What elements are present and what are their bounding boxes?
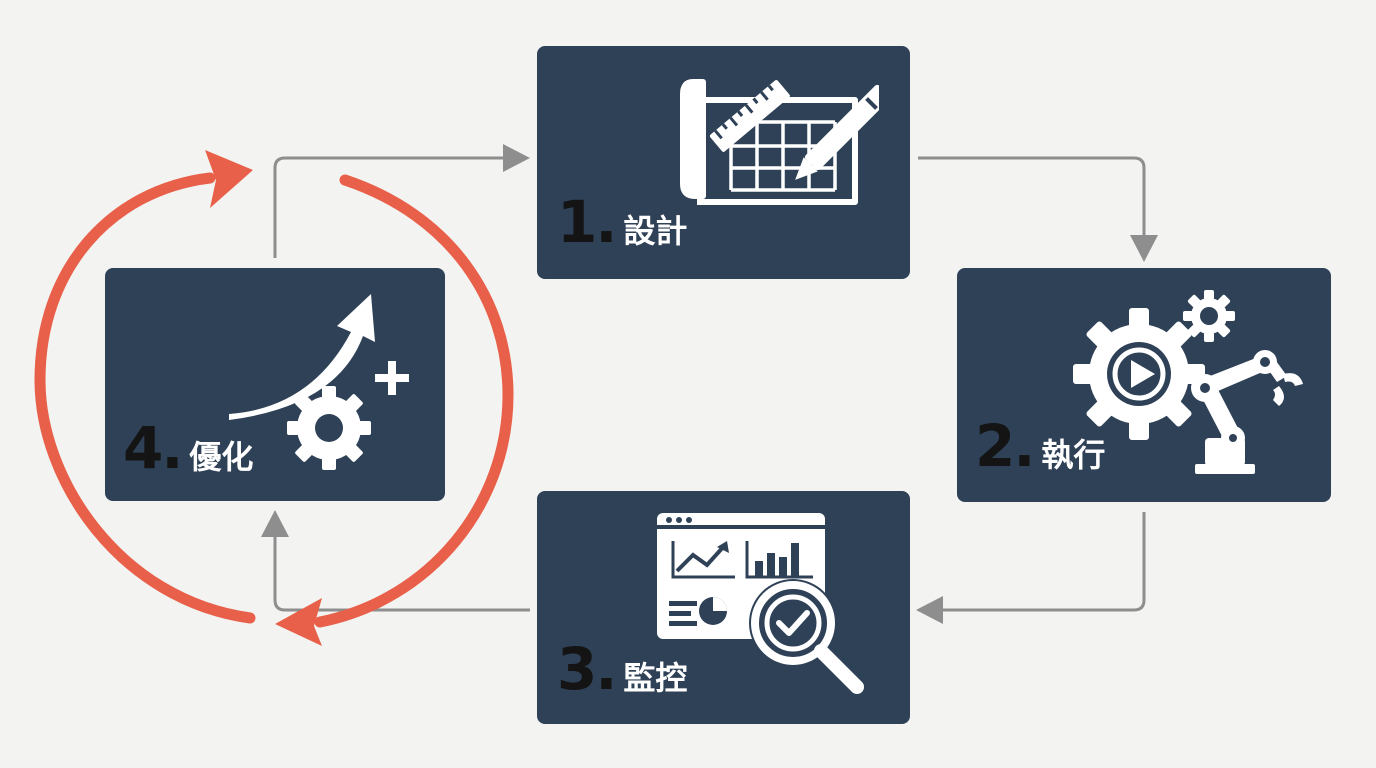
step-number: 2 xyxy=(975,412,1015,480)
growth-arrow-gear-plus-icon xyxy=(229,294,409,470)
step-name: 設計 xyxy=(623,212,688,250)
step-name: 執行 xyxy=(1041,436,1106,474)
step-3-box: 3 . 監控 xyxy=(537,491,910,724)
connector-3-to-4 xyxy=(273,536,530,612)
blueprint-icon xyxy=(680,79,879,205)
step-number: 1 xyxy=(557,188,597,256)
step-1-box: 1 . 設計 xyxy=(537,46,910,279)
step-number-dot: . xyxy=(1013,412,1036,480)
step-1-label: 1 . 設計 xyxy=(557,188,687,256)
connector-arrowhead xyxy=(916,596,943,624)
step-3-label: 3 . 監控 xyxy=(557,635,687,703)
step-2-box: 2 . 執行 xyxy=(957,268,1331,502)
cycle-arrowhead-left xyxy=(205,150,253,208)
step-name: 優化 xyxy=(189,438,254,476)
connector-1-to-2 xyxy=(918,156,1146,236)
connector-4-to-1 xyxy=(273,156,505,258)
cycle-arrow-right xyxy=(314,174,514,628)
step-number-dot: . xyxy=(595,635,618,703)
step-4-label: 4 . 優化 xyxy=(123,414,253,482)
step-number: 3 xyxy=(557,635,597,703)
step-4-box: 4 . 優化 xyxy=(105,268,445,501)
cycle-arrow-left xyxy=(34,172,256,624)
connector-2-to-3 xyxy=(942,512,1146,612)
step-number-dot: . xyxy=(595,188,618,256)
connector-arrowhead xyxy=(1130,235,1158,262)
step-number-dot: . xyxy=(161,414,184,482)
gear-play-robot-arm-icon xyxy=(1073,290,1303,474)
connector-arrowhead xyxy=(503,144,530,172)
step-2-label: 2 . 執行 xyxy=(975,412,1105,480)
step-number: 4 xyxy=(123,414,163,482)
step-name: 監控 xyxy=(623,659,688,697)
cycle-arrowhead-right xyxy=(275,598,322,646)
dashboard-magnifier-icon xyxy=(657,513,864,694)
connector-arrowhead xyxy=(261,510,289,537)
